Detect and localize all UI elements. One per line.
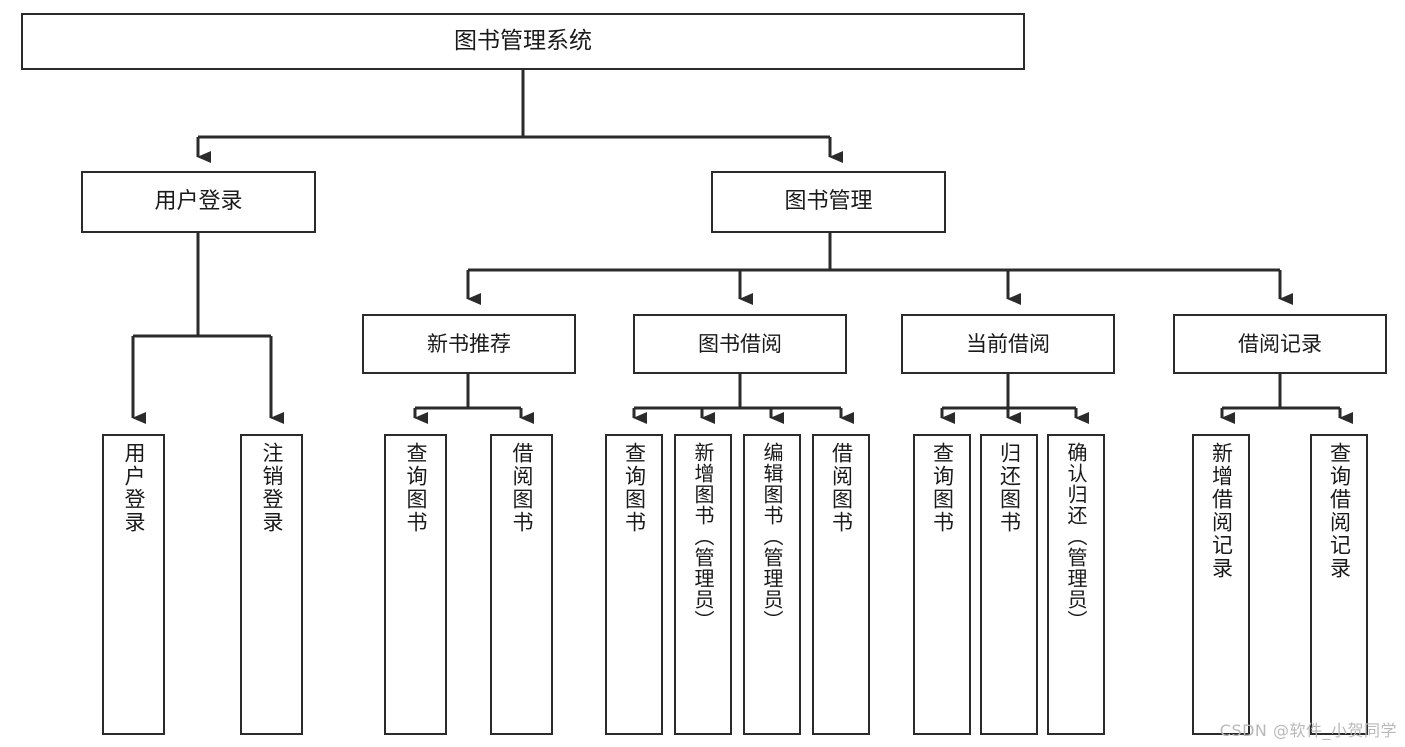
node-label: 新增图书（管理员） xyxy=(691,442,715,631)
node-label: 查询图书 xyxy=(622,442,647,534)
node-label: 新增借阅记录 xyxy=(1209,442,1234,580)
node-label: 用户登录 xyxy=(122,442,146,534)
leaf-user-login[interactable]: 用户登录 xyxy=(102,434,165,735)
node-user-login[interactable]: 用户登录 xyxy=(81,171,316,233)
node-label: 编辑图书（管理员） xyxy=(760,442,784,631)
node-label: 注销登录 xyxy=(260,442,284,534)
node-label: 新书推荐 xyxy=(427,331,511,356)
node-label: 图书管理 xyxy=(784,188,873,214)
node-book-borrow[interactable]: 图书借阅 xyxy=(633,314,847,374)
node-new-book-recommend[interactable]: 新书推荐 xyxy=(362,314,576,374)
leaf-query-book-borrow[interactable]: 查询图书 xyxy=(605,434,663,735)
node-borrow-record[interactable]: 借阅记录 xyxy=(1173,314,1387,374)
leaf-borrow-book-recommend[interactable]: 借阅图书 xyxy=(490,434,553,735)
leaf-edit-book-admin[interactable]: 编辑图书（管理员） xyxy=(743,434,801,735)
node-label: 查询图书 xyxy=(930,442,955,534)
node-label: 用户登录 xyxy=(154,188,243,214)
leaf-logout[interactable]: 注销登录 xyxy=(240,434,303,735)
node-label: 查询借阅记录 xyxy=(1327,442,1352,580)
node-label: 归还图书 xyxy=(997,442,1022,534)
leaf-return-book[interactable]: 归还图书 xyxy=(980,434,1038,735)
node-label: 确认归还（管理员） xyxy=(1064,442,1088,631)
node-label: 借阅记录 xyxy=(1238,331,1322,356)
node-label: 图书管理系统 xyxy=(454,27,592,54)
node-label: 借阅图书 xyxy=(829,442,854,534)
leaf-confirm-return-admin[interactable]: 确认归还（管理员） xyxy=(1047,434,1105,735)
leaf-query-book-current[interactable]: 查询图书 xyxy=(913,434,971,735)
leaf-query-book-recommend[interactable]: 查询图书 xyxy=(384,434,447,735)
leaf-add-book-admin[interactable]: 新增图书（管理员） xyxy=(674,434,732,735)
node-label: 当前借阅 xyxy=(966,331,1050,356)
node-label: 查询图书 xyxy=(404,442,428,534)
node-root-system[interactable]: 图书管理系统 xyxy=(21,13,1025,70)
watermark: CSDN @软件_小贺同学 xyxy=(1219,721,1397,740)
leaf-query-borrow-record[interactable]: 查询借阅记录 xyxy=(1310,434,1368,735)
node-label: 借阅图书 xyxy=(510,442,534,534)
leaf-add-borrow-record[interactable]: 新增借阅记录 xyxy=(1192,434,1250,735)
node-book-management[interactable]: 图书管理 xyxy=(711,171,946,233)
node-label: 图书借阅 xyxy=(698,331,782,356)
leaf-borrow-book[interactable]: 借阅图书 xyxy=(812,434,870,735)
node-current-borrow[interactable]: 当前借阅 xyxy=(901,314,1115,374)
